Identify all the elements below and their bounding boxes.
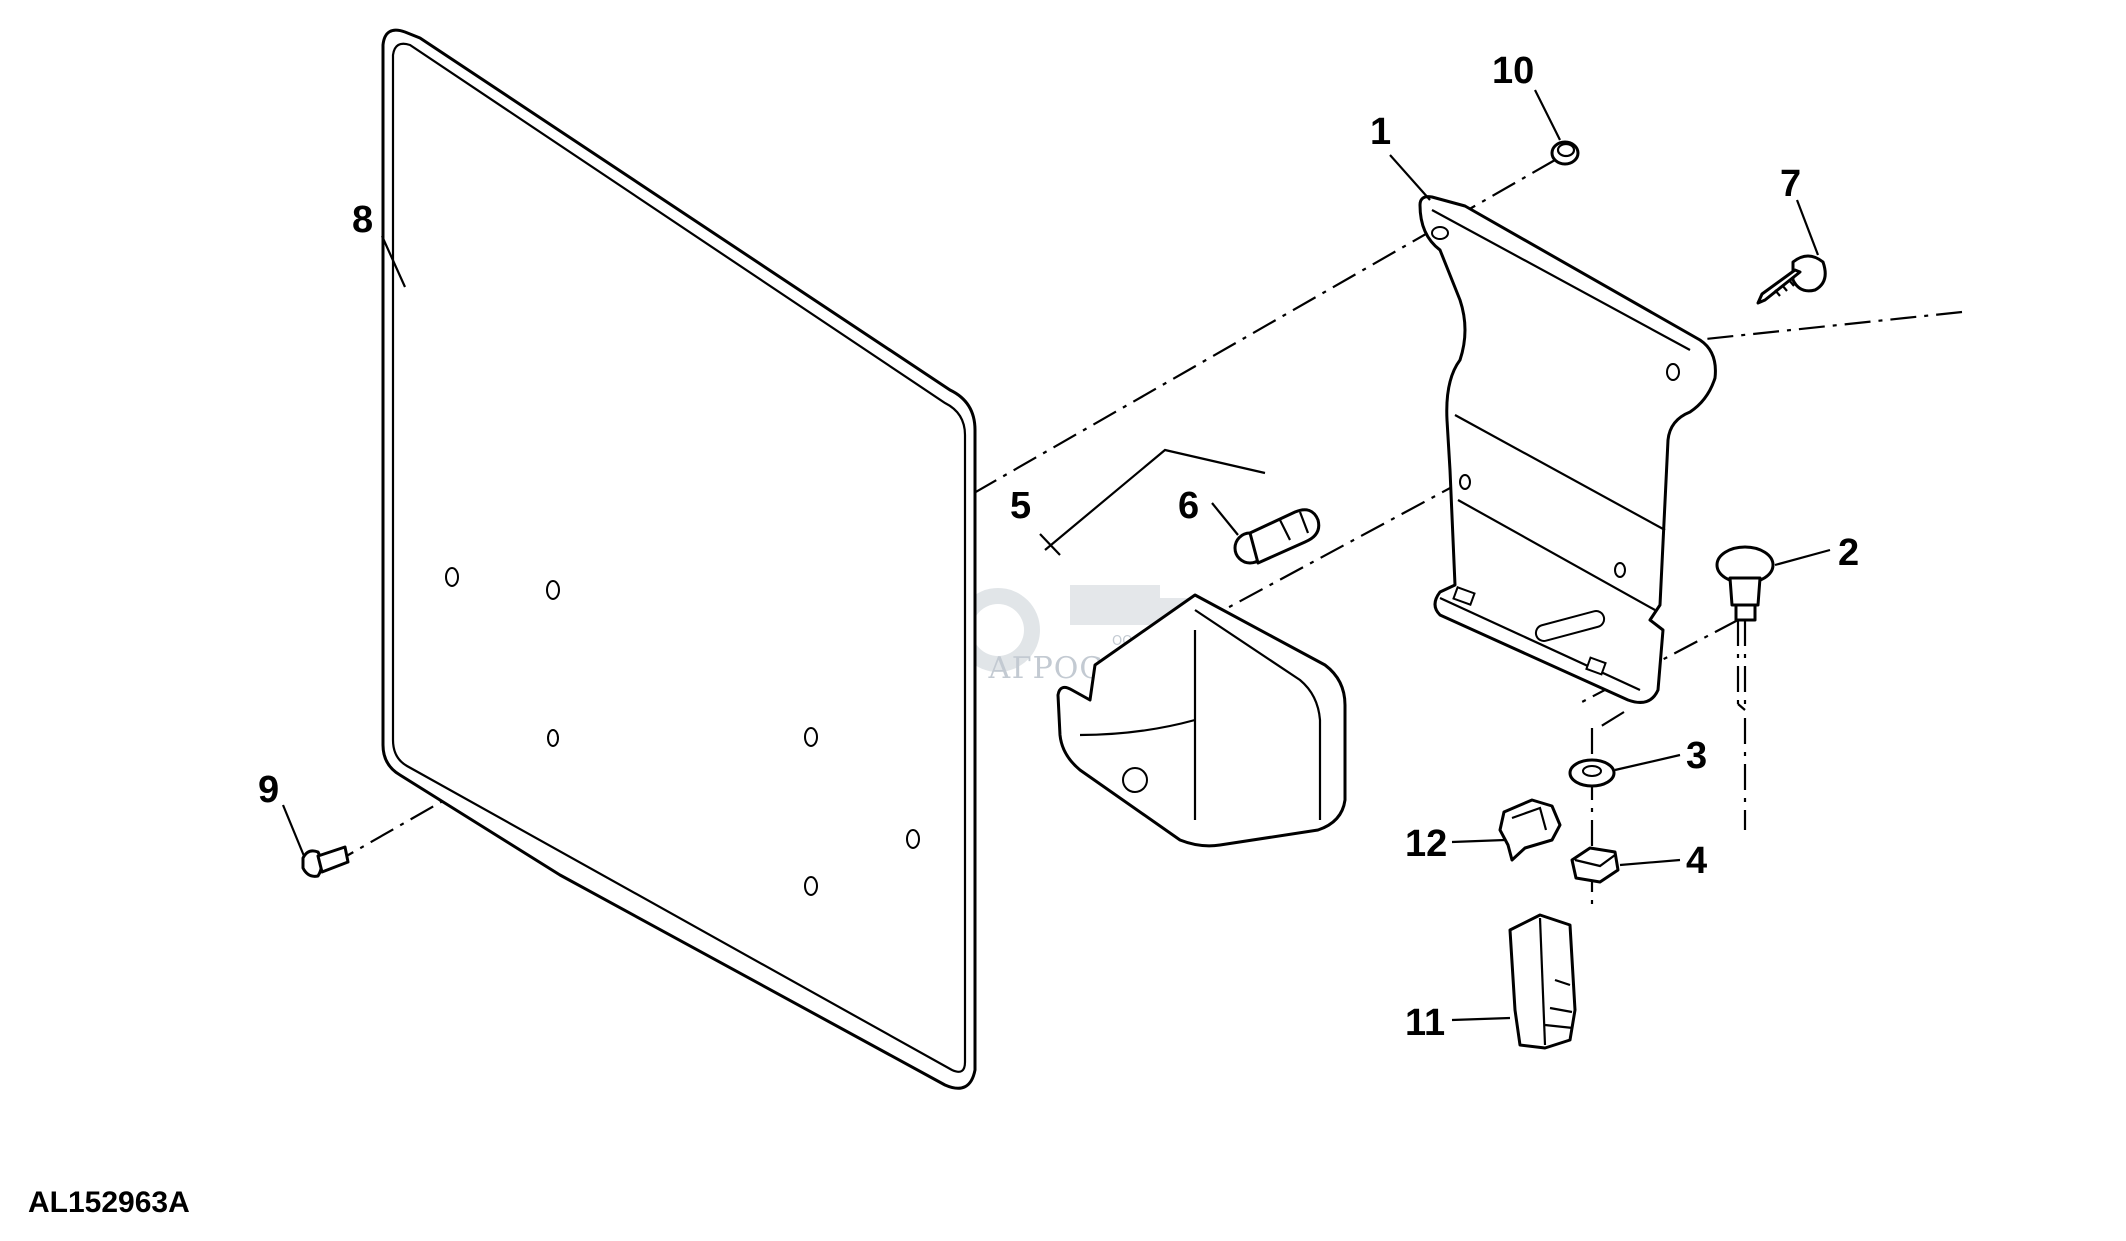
plate-hole (804, 876, 818, 896)
bracket-hole (1666, 363, 1680, 381)
clip-part-12 (1498, 798, 1562, 862)
nut-part-10 (1550, 140, 1580, 166)
callout-7: 7 (1780, 163, 1801, 205)
bracket-hole (1431, 226, 1449, 240)
callout-2: 2 (1838, 532, 1859, 574)
lamp-housing-hole (1122, 767, 1148, 793)
callout-1: 1 (1370, 111, 1391, 153)
callout-12: 12 (1405, 823, 1447, 865)
carriage-bolt-part-2 (1715, 545, 1775, 622)
plate-hole (547, 729, 559, 747)
callout-8: 8 (352, 199, 373, 241)
screw-part-7 (1756, 254, 1827, 305)
callout-6: 6 (1178, 485, 1199, 527)
callout-10: 10 (1492, 50, 1534, 92)
bracket-hole (1459, 474, 1471, 490)
washer-part-3 (1568, 758, 1616, 788)
bracket-part-1 (1418, 195, 1717, 704)
plate-hole (906, 829, 920, 849)
bulb-part-6 (1233, 508, 1321, 565)
bolt-part-9 (301, 845, 350, 878)
nut-part-4 (1570, 846, 1620, 884)
callout-4: 4 (1686, 840, 1707, 882)
callout-11: 11 (1405, 1002, 1445, 1044)
lamp-housing-part-5 (1056, 593, 1347, 848)
figure-id: AL152963A (28, 1186, 190, 1219)
plate-hole (804, 727, 818, 747)
callout-3: 3 (1686, 735, 1707, 777)
plate-hole (445, 567, 459, 587)
callout-leaders (281, 89, 1831, 1022)
callout-5: 5 (1010, 485, 1031, 527)
connector-part-11 (1508, 913, 1577, 1050)
license-plate-part-8 (381, 28, 977, 1090)
callout-9: 9 (258, 769, 279, 811)
bracket-hole (1614, 562, 1626, 578)
plate-hole (546, 580, 560, 600)
callout-labels: 1 2 3 4 5 6 7 8 9 10 11 12 (258, 50, 1859, 1044)
